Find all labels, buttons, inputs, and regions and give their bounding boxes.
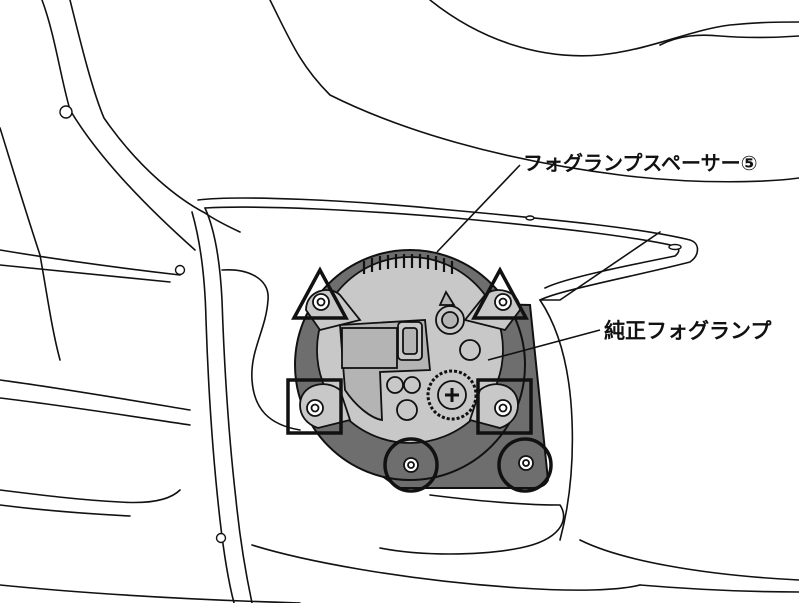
- side-panel-line-6: [0, 504, 131, 517]
- lower-sweep-line: [0, 584, 301, 603]
- lamp-cooling-fins: [362, 254, 454, 274]
- lamp-boss-small-2: [403, 376, 421, 394]
- circle-marker-icon: [383, 437, 439, 493]
- bumper-top-right-contour: [269, 0, 799, 183]
- lamp-ear-right: [468, 383, 519, 429]
- leader-lines: [436, 164, 601, 361]
- recess-left-pillar-inner: [191, 211, 235, 603]
- recess-top-edge: [197, 197, 699, 301]
- lamp-boss-tab: [438, 290, 456, 306]
- bumper-top-notch: [659, 34, 799, 46]
- body-slot-left: [525, 215, 535, 221]
- body-hole-mid: [174, 264, 186, 276]
- spacer-holes: [403, 455, 534, 473]
- lamp-hole-top-right-inner: [498, 297, 508, 307]
- recess-bottom-lip: [379, 494, 565, 555]
- phillips-slot-icon: [445, 388, 459, 402]
- side-panel-line-2: [0, 264, 171, 283]
- side-panel-line-4: [0, 397, 191, 426]
- markers: [286, 266, 553, 493]
- lamp-connector-inner: [402, 327, 418, 355]
- recess-bottom-edge: [251, 544, 641, 591]
- bumper-right-lower-line: [579, 539, 799, 581]
- triangle-marker-icon: [471, 266, 529, 320]
- lamp-ear-left: [299, 383, 352, 429]
- recess-inner-top: [204, 206, 680, 289]
- lamp-label-plate: [341, 327, 398, 369]
- lamp-boss-top-inner: [441, 311, 459, 329]
- lamp-boss-small-1: [386, 376, 404, 394]
- body-hole-upper: [59, 105, 73, 119]
- lamp-hole-top-left-inner: [316, 297, 326, 307]
- lamp-boss-right: [459, 339, 481, 361]
- trim-curve: [221, 269, 301, 431]
- fog-lamp-leader-line: [487, 329, 601, 361]
- lamp-hole-left-inner: [310, 403, 320, 413]
- fog-lamp-label: 純正フォグランプ: [604, 319, 772, 343]
- recess-left-pillar-outer: [204, 207, 253, 603]
- bumper-top-right-crease: [429, 0, 799, 57]
- recess-right-face: [539, 231, 661, 301]
- body-slot-right: [668, 243, 682, 251]
- bumper-upper-crease: [41, 0, 196, 251]
- square-marker-icon: [476, 378, 533, 435]
- side-panel-line-1: [0, 249, 181, 276]
- spacer-leader-line: [436, 164, 521, 253]
- spacer-hole-left-inner: [407, 461, 415, 469]
- recess-right-lower: [539, 299, 574, 541]
- square-marker-icon: [286, 378, 343, 435]
- body-holes: [59, 105, 682, 544]
- spacer-hole-right-inner: [522, 459, 530, 467]
- genuine-fog-lamp: [299, 254, 521, 444]
- bumper-right-lower-line-2: [639, 584, 799, 593]
- lamp-boss-small-3: [396, 399, 418, 421]
- spacer-label: フォグランプスペーサー⑤: [523, 151, 758, 175]
- side-panel-line-5: [0, 489, 181, 504]
- bumper-upper-left-contour: [69, 0, 241, 233]
- bumper-left-edge: [0, 127, 61, 361]
- triangle-marker-icon: [291, 266, 349, 320]
- side-panel-line-3: [0, 379, 191, 411]
- body-hole-lower: [215, 532, 227, 544]
- lamp-hole-right-inner: [498, 403, 508, 413]
- circle-marker-icon: [497, 437, 553, 493]
